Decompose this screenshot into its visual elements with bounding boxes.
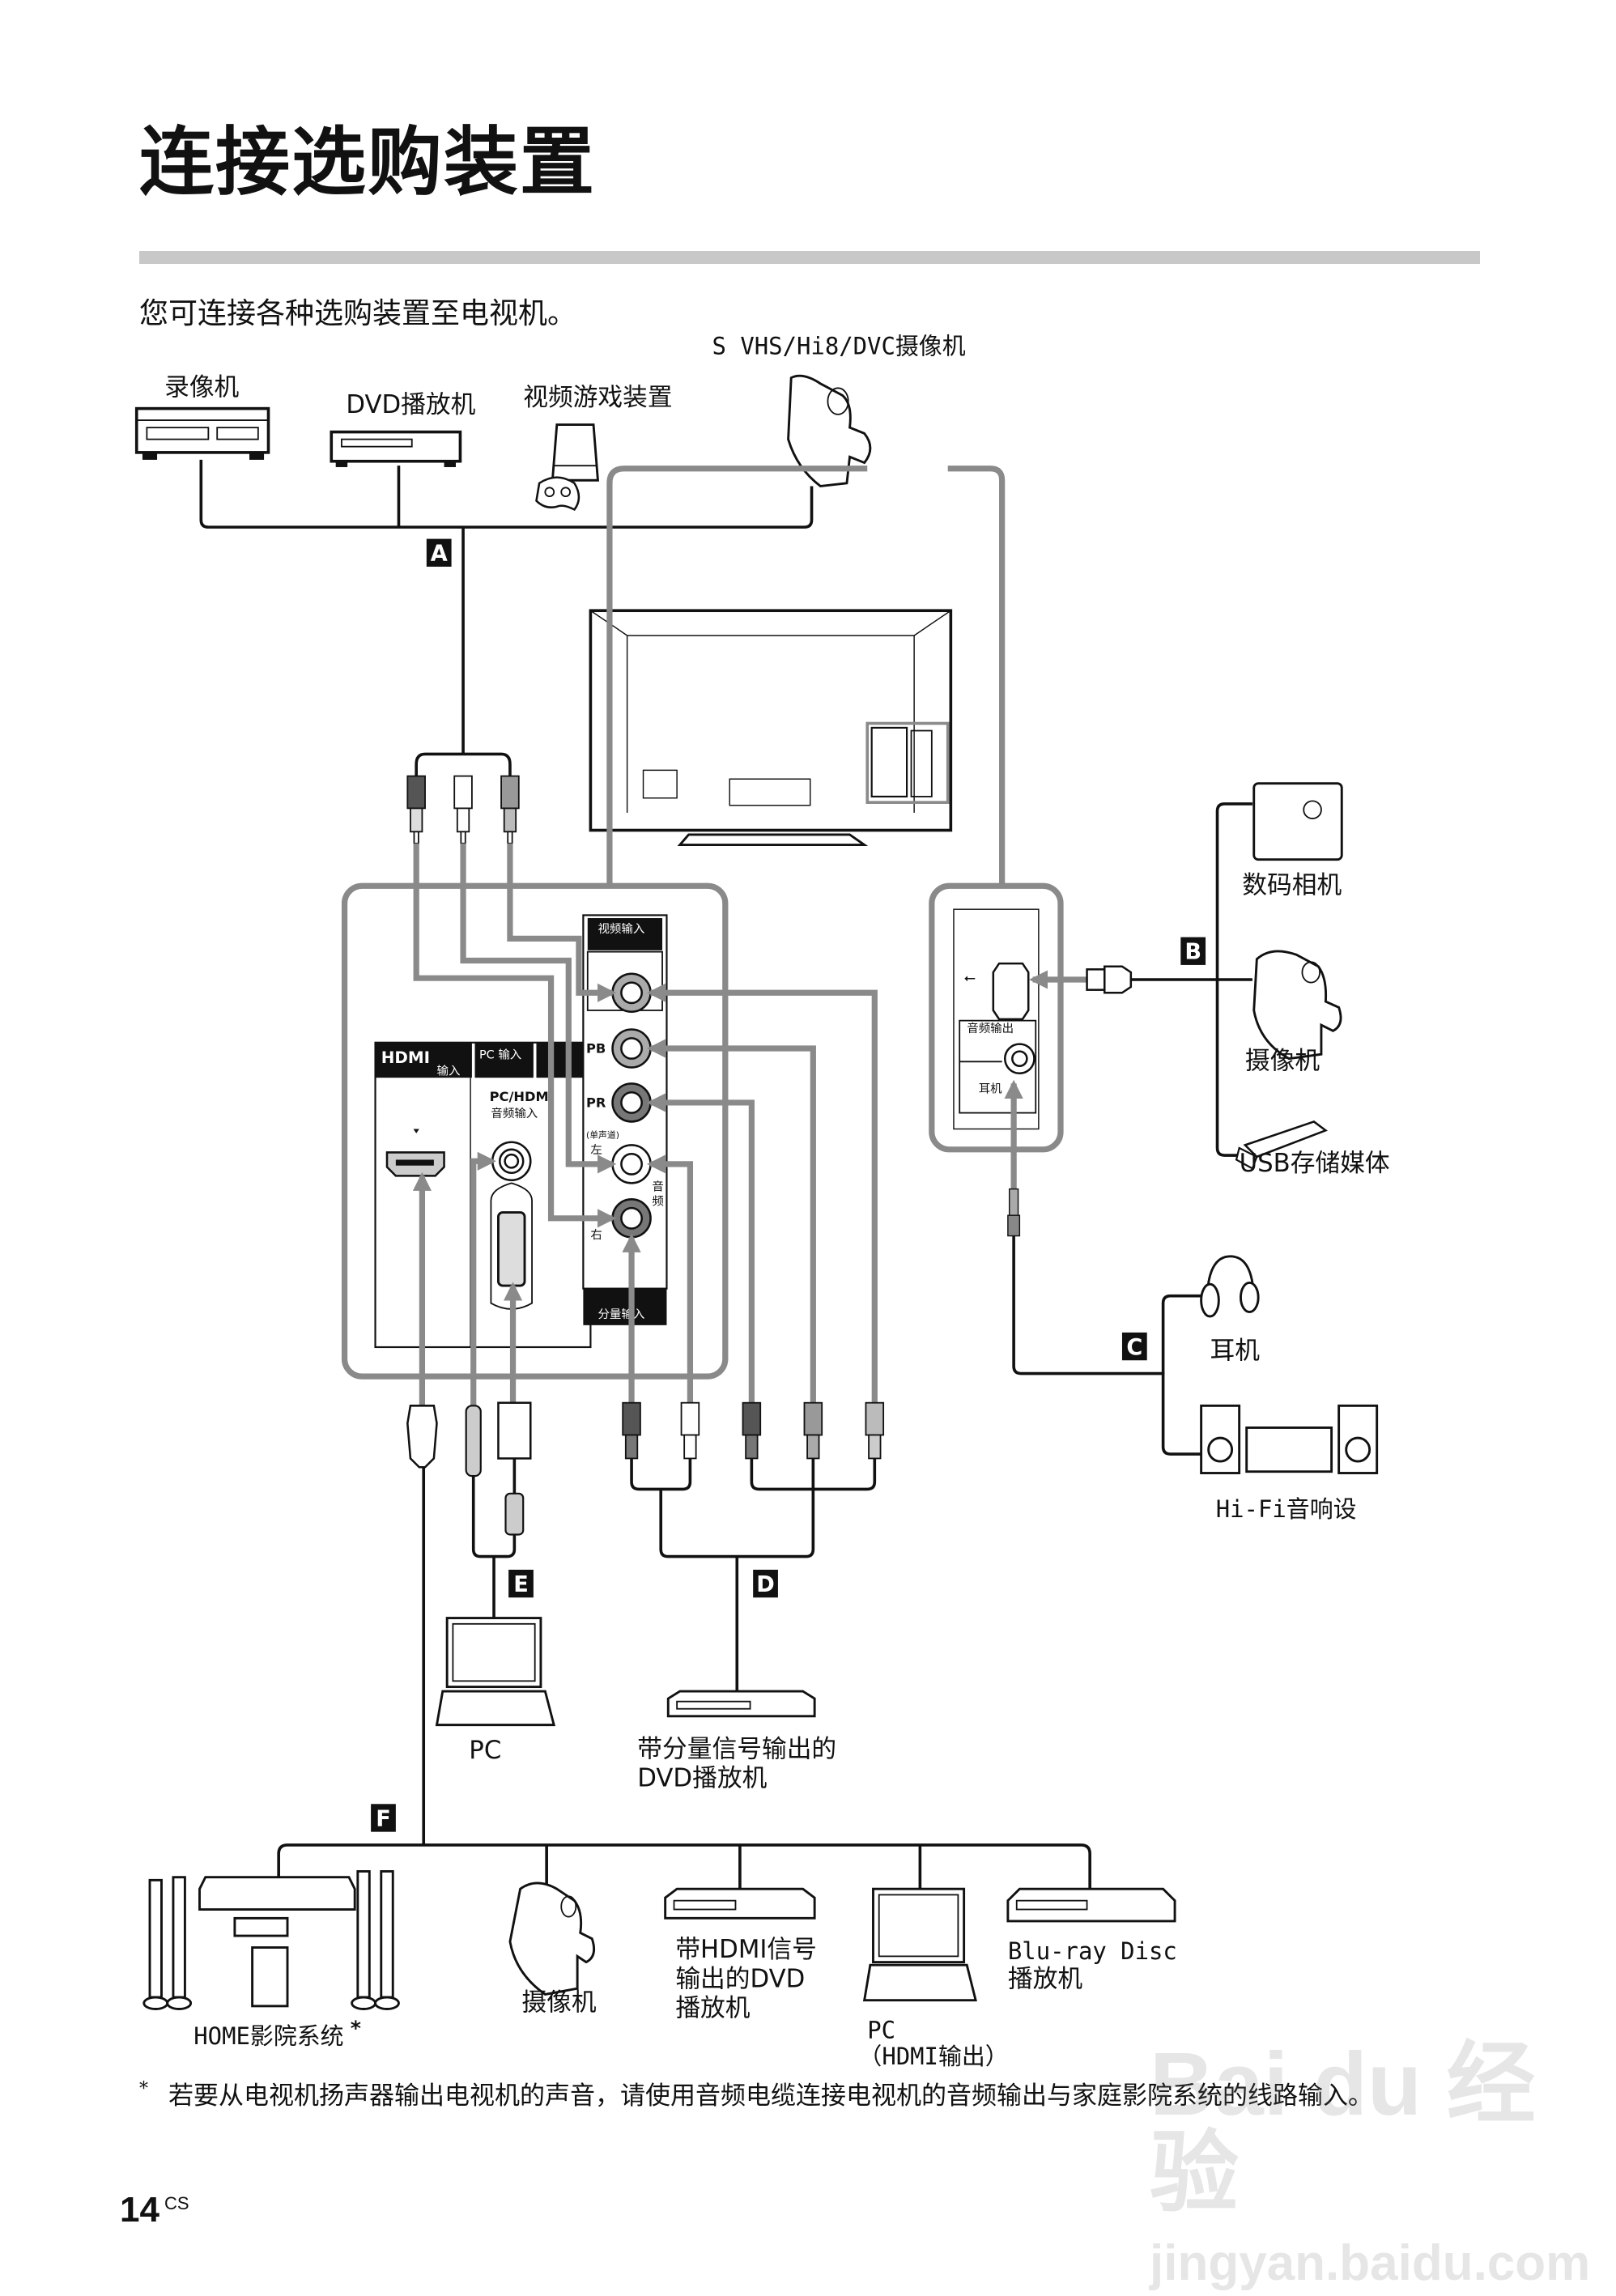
cable-f: [277, 1467, 1091, 1904]
svg-text:C: C: [1126, 1335, 1142, 1360]
hdmi-dvd-device: [664, 1887, 816, 1920]
vcr-label: 录像机: [164, 372, 239, 402]
pc-in-label: PC 输入: [479, 1048, 521, 1062]
home-theater-asterisk: *: [351, 2016, 361, 2040]
hdmi-dvd-label-3: 播放机: [675, 1994, 750, 2023]
svg-text:E: E: [513, 1572, 529, 1597]
footnote-text: 若要从电视机扬声器输出电视机的声音，请使用音频电缆连接电视机的音频输出与家庭影院…: [168, 2081, 1373, 2111]
camcorder-right-label: 摄像机: [1245, 1046, 1320, 1075]
usb-port-icon: ⭠: [964, 970, 976, 987]
camcorder-top-device: [787, 374, 872, 487]
game-console-device: [535, 423, 600, 512]
usb-storage-device: [1235, 1120, 1328, 1170]
svg-text:D: D: [756, 1572, 775, 1597]
cable-c: [1012, 1235, 1216, 1456]
headphone-plug: [1007, 1188, 1021, 1237]
badge-c: C: [1121, 1332, 1147, 1361]
pc-hdmi-label-2: （HDMI输出）: [858, 2043, 1008, 2070]
usb-plug: [1086, 965, 1133, 994]
pc-hdmi-label-1: PC: [867, 2017, 895, 2044]
digital-camera-device: [1252, 782, 1343, 861]
vcr-device: [134, 406, 270, 460]
mono-label: (单声道): [586, 1129, 619, 1140]
dvd-device: [330, 430, 462, 467]
headphones-label: 耳机: [1210, 1336, 1260, 1365]
badge-d: D: [753, 1569, 778, 1598]
svg-text:B: B: [1184, 940, 1201, 965]
left-label: 左: [590, 1143, 602, 1157]
cable-d: [630, 1458, 877, 1692]
cable-e: [471, 1458, 517, 1618]
page-title: 连接选购装置: [139, 119, 597, 206]
camcorder-bottom-device: [508, 1881, 596, 1996]
bluray-label-1: Blu-ray Disc: [1008, 1937, 1177, 1965]
game-label: 视频游戏装置: [523, 383, 672, 412]
footnote: * 若要从电视机扬声器输出电视机的声音，请使用音频电缆连接电视机的音频输出与家庭…: [139, 2079, 1483, 2113]
badge-b: B: [1180, 937, 1206, 965]
hdmi-dvd-label-2: 输出的DVD: [675, 1964, 805, 1993]
audio-label-1: 音: [652, 1180, 663, 1193]
component-in-label: 分量输入: [597, 1307, 644, 1321]
badge-e: E: [508, 1569, 534, 1598]
hifi-label: Hi-Fi音响设: [1216, 1495, 1357, 1523]
panel-cable-lines: [412, 843, 878, 1406]
home-theater-device: [142, 1870, 400, 2010]
pc-laptop-device: [435, 1617, 556, 1727]
camcorder-right-device: [1252, 950, 1342, 1061]
hifi-device: [1200, 1404, 1379, 1474]
component-dvd-device: [666, 1690, 816, 1718]
hdmi-dvd-label-1: 带HDMI信号: [675, 1935, 817, 1964]
right-label: 右: [590, 1228, 602, 1242]
intro-text: 您可连接各种选购装置至电视机。: [139, 297, 577, 330]
pc-label: PC: [469, 1736, 501, 1765]
pc-hdmi-audio-label-2: 音频输入: [491, 1107, 538, 1120]
side-panel: [929, 882, 1064, 1153]
component-dvd-label-1: 带分量信号输出的: [637, 1734, 836, 1763]
tv-rear: [589, 609, 953, 847]
title-rule: [139, 251, 1480, 264]
audio-label-2: 频: [652, 1195, 663, 1209]
badge-a: A: [426, 538, 452, 567]
dvd-label: DVD播放机: [346, 390, 475, 419]
cable-b: [1130, 802, 1252, 1157]
page-lang: CS: [164, 2193, 189, 2213]
pb-label: PB: [586, 1040, 606, 1056]
audio-out-label: 音频输出: [967, 1022, 1014, 1035]
side-headphone-label: 耳机: [979, 1082, 1002, 1095]
hdmi-logo: HDMI: [381, 1048, 430, 1067]
footnote-mark: *: [139, 2079, 148, 2099]
pc-hdmi-laptop-device: [862, 1887, 977, 2002]
hdmi-in-label: 输入: [437, 1065, 461, 1078]
component-dvd-label-2: DVD播放机: [637, 1764, 767, 1793]
video-in-label: 视频输入: [597, 922, 644, 936]
rca-plugs-a: [406, 775, 520, 844]
usb-storage-label: USB存储媒体: [1240, 1149, 1390, 1178]
pr-label: PR: [586, 1095, 606, 1110]
pc-hdmi-audio-label-1: PC/HDMI: [490, 1089, 554, 1104]
svg-text:F: F: [376, 1806, 391, 1831]
headphones-device: [1200, 1255, 1260, 1318]
camcorder-bottom-label: 摄像机: [521, 1988, 596, 2017]
camcorder-top-label: S VHS/Hi8/DVC摄像机: [712, 333, 966, 360]
tv-leader-lines: [606, 466, 1006, 887]
page-number-value: 14: [120, 2190, 159, 2230]
badge-f: F: [371, 1804, 396, 1832]
bluray-device: [1006, 1887, 1176, 1923]
home-theater-label: HOME影院系统: [193, 2022, 343, 2050]
bluray-label-2: 播放机: [1008, 1964, 1082, 1993]
svg-text:A: A: [431, 542, 448, 567]
digital-camera-label: 数码相机: [1242, 870, 1342, 899]
side-cable-lines: [1004, 970, 1087, 1189]
